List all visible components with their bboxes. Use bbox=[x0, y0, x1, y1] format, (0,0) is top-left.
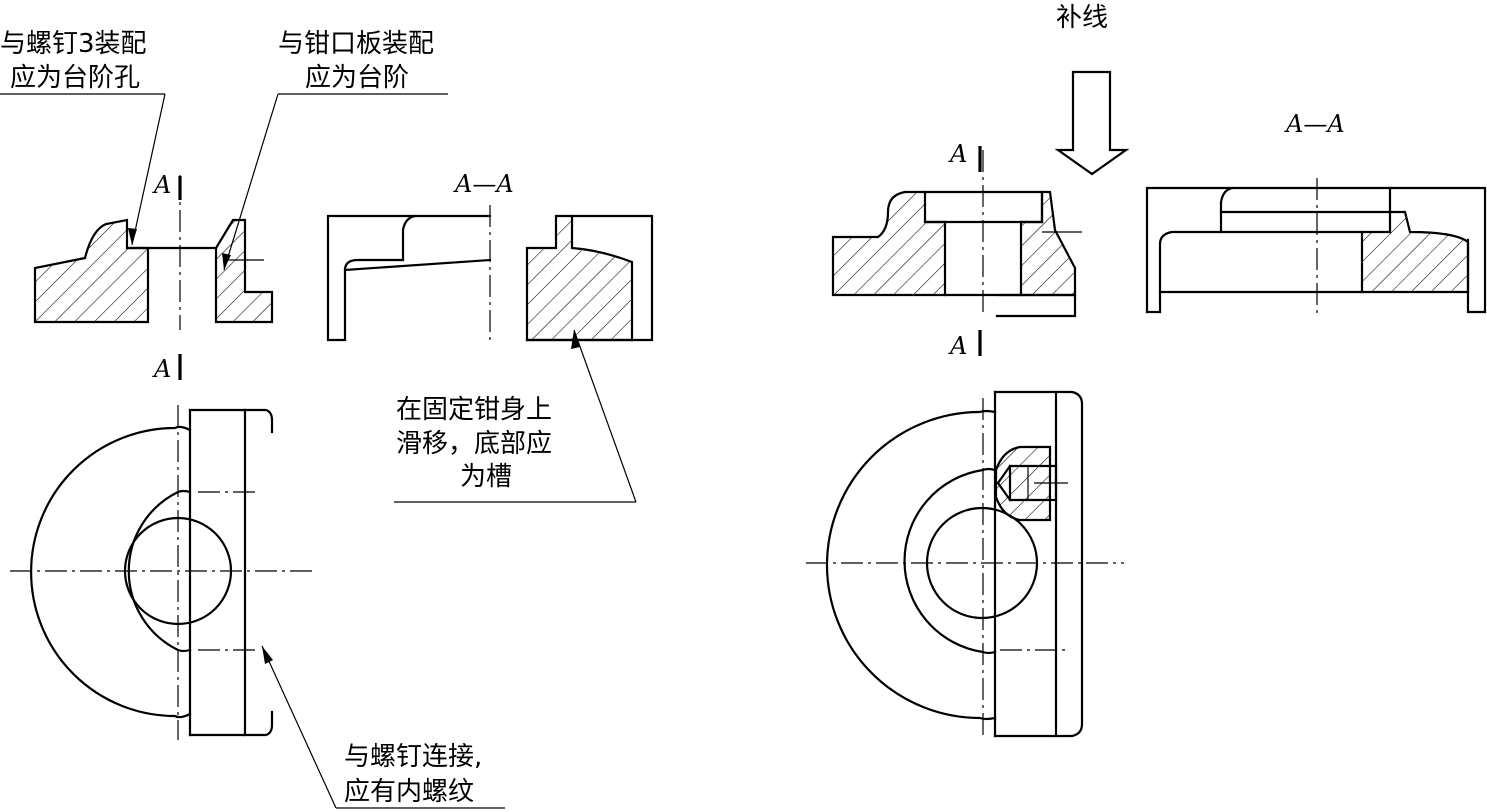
note-thread-line1: 与螺钉连接, bbox=[344, 742, 482, 772]
note-thread-line2: 应有内螺纹 bbox=[344, 777, 474, 807]
add-lines-label: 补线 bbox=[1056, 3, 1108, 33]
note-groove-line3: 为槽 bbox=[460, 462, 512, 492]
note-stepped-hole-line2: 应为台阶孔 bbox=[10, 63, 140, 93]
left-notes: 与螺钉3装配 应为台阶孔 与钳口板装配 应为台阶 在固定钳身上 滑移，底部应 为… bbox=[0, 29, 552, 807]
section-mark-top-right: A bbox=[948, 140, 967, 168]
section-mark-bottom-right: A bbox=[948, 332, 967, 360]
left-aa-section: A—A bbox=[326, 170, 654, 342]
right-cut-marks: A A bbox=[948, 140, 982, 360]
right-front-section bbox=[831, 150, 1082, 318]
note-groove-line1: 在固定钳身上 bbox=[396, 395, 552, 425]
section-mark-bottom: A bbox=[152, 355, 171, 383]
section-mark-top: A bbox=[152, 171, 171, 199]
note-stepped-edge-line1: 与钳口板装配 bbox=[278, 29, 434, 59]
section-title-right: A—A bbox=[1284, 110, 1345, 138]
left-top-view bbox=[10, 405, 312, 740]
note-stepped-edge-line2: 应为台阶 bbox=[305, 63, 409, 93]
left-cut-marks: A A bbox=[152, 171, 182, 383]
right-header: 补线 bbox=[1054, 3, 1130, 176]
right-aa-section: A—A bbox=[1145, 110, 1487, 316]
section-title: A—A bbox=[453, 170, 514, 198]
left-leaders bbox=[0, 93, 637, 809]
note-stepped-hole-line1: 与螺钉3装配 bbox=[0, 29, 147, 59]
left-front-section bbox=[33, 175, 274, 330]
note-groove-line2: 滑移，底部应 bbox=[396, 429, 552, 459]
right-top-view bbox=[806, 390, 1124, 738]
down-arrow-icon bbox=[1054, 70, 1130, 176]
